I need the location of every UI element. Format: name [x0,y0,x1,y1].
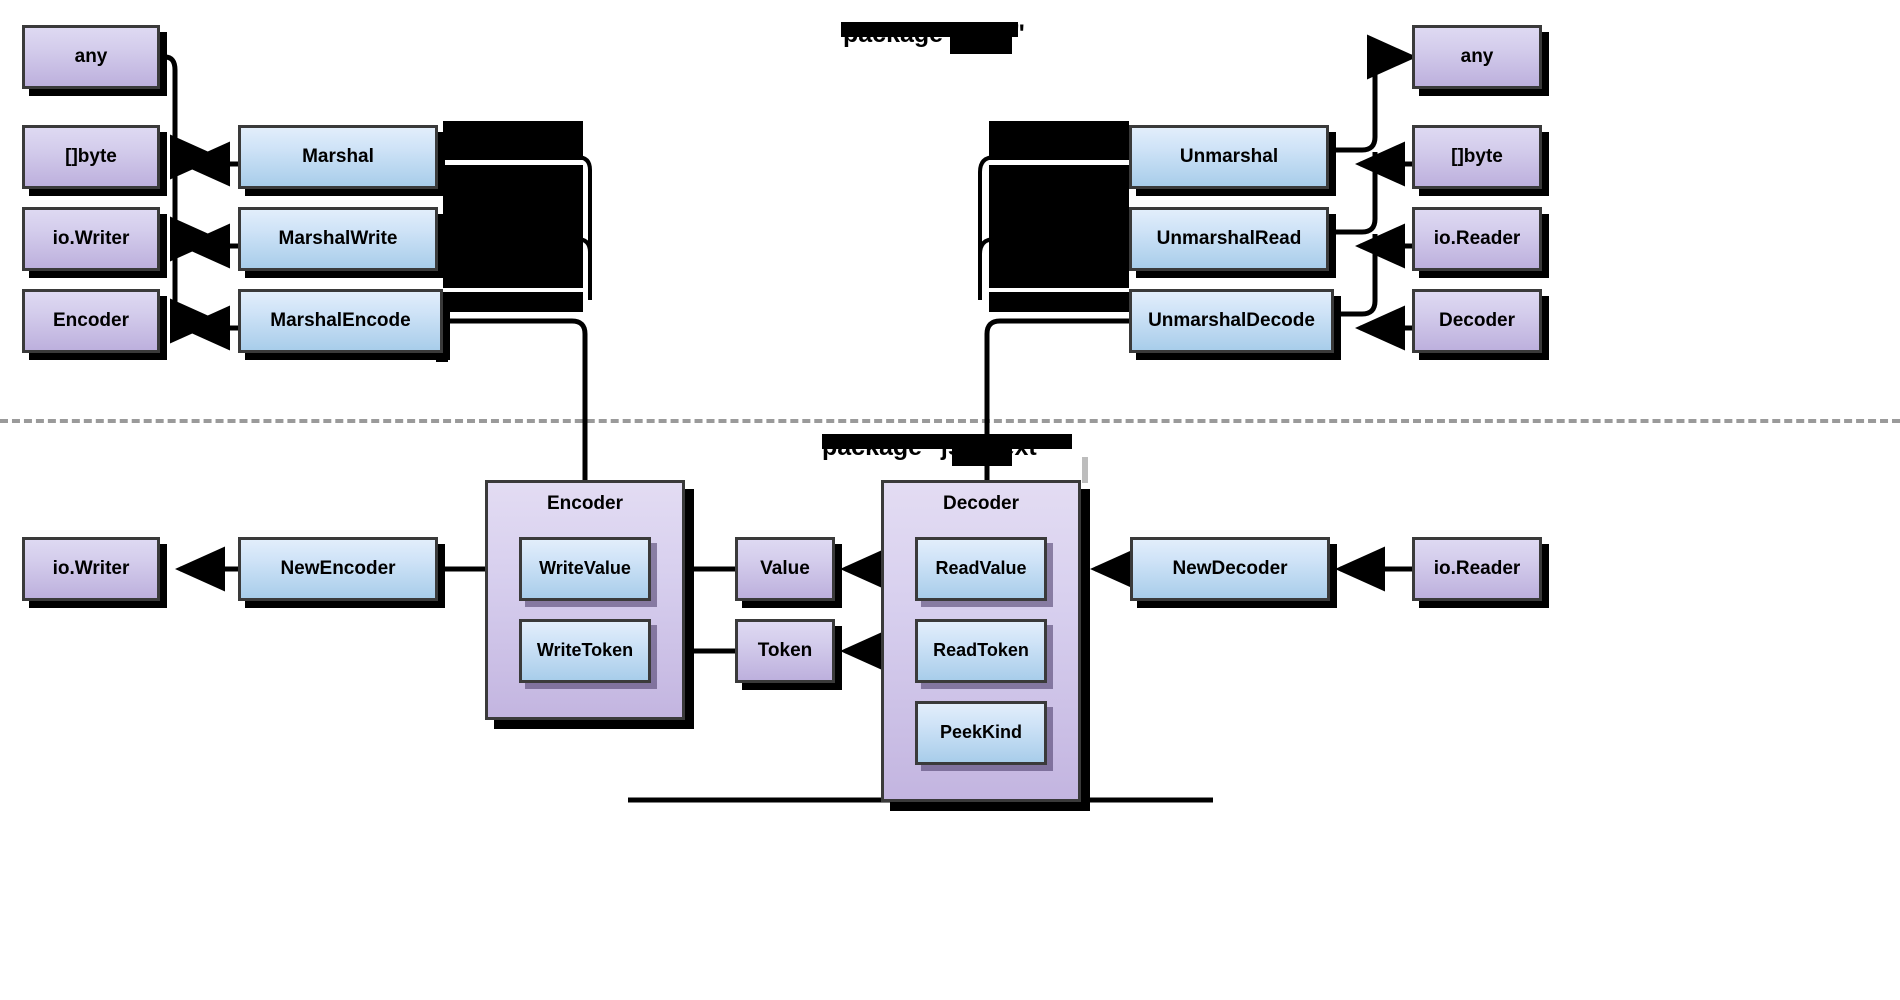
type-box-label: Token [757,639,813,661]
render-artifact-left-4 [436,350,448,362]
func-box-newdecoder[interactable]: NewDecoder [1130,537,1330,601]
type-box-label: any [74,45,108,67]
func-box-marshalencode[interactable]: MarshalEncode [238,289,443,353]
method-box-readtoken[interactable]: ReadToken [915,619,1047,683]
decoder-group-tick [1082,457,1088,483]
func-box-marshal[interactable]: Marshal [238,125,438,189]
func-box-unmarshaldecode[interactable]: UnmarshalDecode [1129,289,1334,353]
type-box-bytes-out[interactable]: []byte [22,125,160,189]
method-box-peekkind[interactable]: PeekKind [915,701,1047,765]
func-box-label: MarshalEncode [270,309,411,331]
render-artifact-right-3 [989,292,1129,312]
type-box-label: Value [760,557,810,579]
render-artifact-left-2 [443,165,583,288]
type-box-ioreader-in[interactable]: io.Reader [1412,207,1542,271]
type-box-label: io.Writer [52,557,130,579]
func-box-label: Marshal [302,145,374,167]
method-box-label: WriteValue [539,558,631,579]
package-json-label: package "json" [843,20,1026,48]
func-box-label: NewDecoder [1172,557,1288,579]
method-box-label: ReadToken [933,640,1029,661]
type-box-any-out[interactable]: any [22,25,160,89]
type-box-label: []byte [65,145,117,167]
type-box-decoder-in[interactable]: Decoder [1412,289,1542,353]
type-box-any-in[interactable]: any [1412,25,1542,89]
type-box-value[interactable]: Value [735,537,835,601]
type-box-ioreader-bottom[interactable]: io.Reader [1412,537,1542,601]
type-box-label: io.Writer [52,227,130,249]
type-box-label: Encoder [52,309,130,331]
group-decoder-title: Decoder [942,493,1020,514]
func-box-label: NewEncoder [280,557,396,579]
jsontext-caption-artifact-2 [952,434,1012,466]
group-encoder-title: Encoder [546,493,624,514]
method-box-writetoken[interactable]: WriteToken [519,619,651,683]
type-box-label: Decoder [1438,309,1516,331]
render-artifact-right-1 [989,121,1129,160]
type-box-label: io.Reader [1433,227,1521,249]
render-artifact-left-1 [443,121,583,160]
func-box-label: UnmarshalRead [1156,227,1302,249]
package-jsontext-label: package "jsontext" [822,433,1049,461]
method-box-readvalue[interactable]: ReadValue [915,537,1047,601]
method-box-label: WriteToken [536,640,634,661]
func-box-unmarshal[interactable]: Unmarshal [1129,125,1329,189]
func-box-label: UnmarshalDecode [1148,309,1315,331]
type-box-token[interactable]: Token [735,619,835,683]
render-artifact-right-2 [989,165,1129,288]
type-box-label: io.Reader [1433,557,1521,579]
func-box-marshalwrite[interactable]: MarshalWrite [238,207,438,271]
func-box-unmarshalread[interactable]: UnmarshalRead [1129,207,1329,271]
type-box-label: any [1460,45,1494,67]
func-box-newencoder[interactable]: NewEncoder [238,537,438,601]
type-box-iowriter-bottom[interactable]: io.Writer [22,537,160,601]
type-box-bytes-in[interactable]: []byte [1412,125,1542,189]
method-box-label: PeekKind [939,722,1023,743]
method-box-label: ReadValue [935,558,1027,579]
func-box-label: MarshalWrite [278,227,398,249]
func-box-label: Unmarshal [1179,145,1279,167]
type-box-iowriter-out[interactable]: io.Writer [22,207,160,271]
type-box-encoder-out[interactable]: Encoder [22,289,160,353]
package-divider [0,419,1900,423]
type-box-label: []byte [1451,145,1503,167]
json-caption-artifact-2 [950,22,1012,54]
method-box-writevalue[interactable]: WriteValue [519,537,651,601]
render-artifact-left-3 [443,292,583,312]
